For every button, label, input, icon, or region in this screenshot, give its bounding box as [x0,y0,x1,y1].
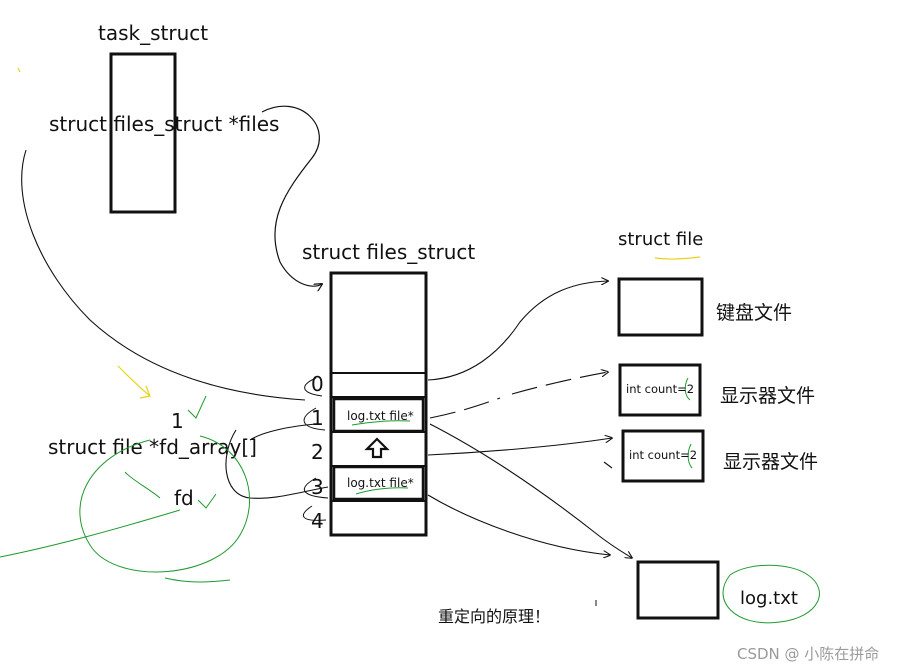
files-pointer-arrow [261,105,322,286]
green-logtxt-circle [722,564,820,624]
files-struct-box [329,271,428,537]
fd-cell-3-text: log.txt file* [347,476,414,490]
yellow-underline-struct-file [654,256,701,260]
green-scribble-loop [79,435,250,573]
fd-arrows [427,281,632,558]
fd-to-index-curve-2 [249,423,317,441]
log-file-box [636,560,720,620]
file-object-display-1-count: int count=2 [626,382,694,396]
files-pointer-field: struct files_struct *files [49,112,279,136]
yellow-arrow-stroke [117,365,151,397]
green-check-fd [197,493,217,509]
green-count-mark-2 [687,443,693,469]
green-check-1 [187,395,207,419]
arrow-fd2-display [427,438,612,456]
yellow-scribbles [17,67,701,399]
fd-cell-3 [332,465,425,501]
fd-cell-1 [332,397,425,433]
green-tick-cell3 [355,487,409,495]
scribble-fd: fd [174,486,194,510]
task-struct-title: task_struct [98,21,208,45]
file-object-display-2 [621,429,705,483]
yellow-arrow-head [139,385,151,399]
yellow-dot [17,67,21,73]
fd-array-label: struct file *fd_array[] [48,435,257,459]
green-tick-cell1 [351,420,411,426]
green-count-mark-1 [684,377,691,401]
index-hook-3 [304,477,329,499]
file-object-keyboard [617,277,704,337]
green-swirl-fd [124,471,161,499]
fd-index-2: 2 [311,440,324,464]
arrow-fd1-log [429,423,632,558]
struct-file-group: struct file 键盘文件 int count=2 显示器文件 int c… [617,229,818,483]
fd-index-3: 3 [311,475,324,499]
file-object-display-1 [618,363,702,417]
fd-index-0: 0 [311,372,324,396]
file-object-display-1-label: 显示器文件 [720,385,815,407]
green-scribble-tail [0,509,181,558]
index-hook-0 [304,377,323,397]
files-struct-title: struct files_struct [302,240,475,264]
index-hook-1 [303,407,326,431]
file-object-keyboard-label: 键盘文件 [716,302,792,324]
redirect-up-arrow [364,437,390,459]
task-struct-box [109,52,177,214]
arrow-fd1-display [429,372,608,419]
struct-file-title: struct file [618,229,703,250]
watermark: CSDN @ 小陈在拼命 [737,645,879,663]
fd-cell-1-text: log.txt file* [347,409,414,423]
log-file-label: log.txt [740,588,798,609]
arrow-tail-right [603,461,613,469]
task-struct: task_struct struct files_struct *files [49,21,279,214]
caption: 重定向的原理！ [438,607,550,626]
fd-index-4: 4 [311,509,324,533]
file-object-display-2-label: 显示器文件 [723,451,818,473]
arrow-fd0-keyboard [427,281,608,381]
fd-array-pointer-curve [21,149,306,401]
green-scribbles [0,377,820,624]
arrow-fd3-log [427,494,610,555]
files-struct: struct files_struct log.txt file* log.tx… [302,240,475,537]
file-object-display-2-count: int count=2 [629,448,697,462]
index-hook-4 [302,505,327,521]
log-file: log.txt [636,560,798,620]
green-scribble-arc [164,577,231,583]
scribble-one: 1 [171,409,184,433]
